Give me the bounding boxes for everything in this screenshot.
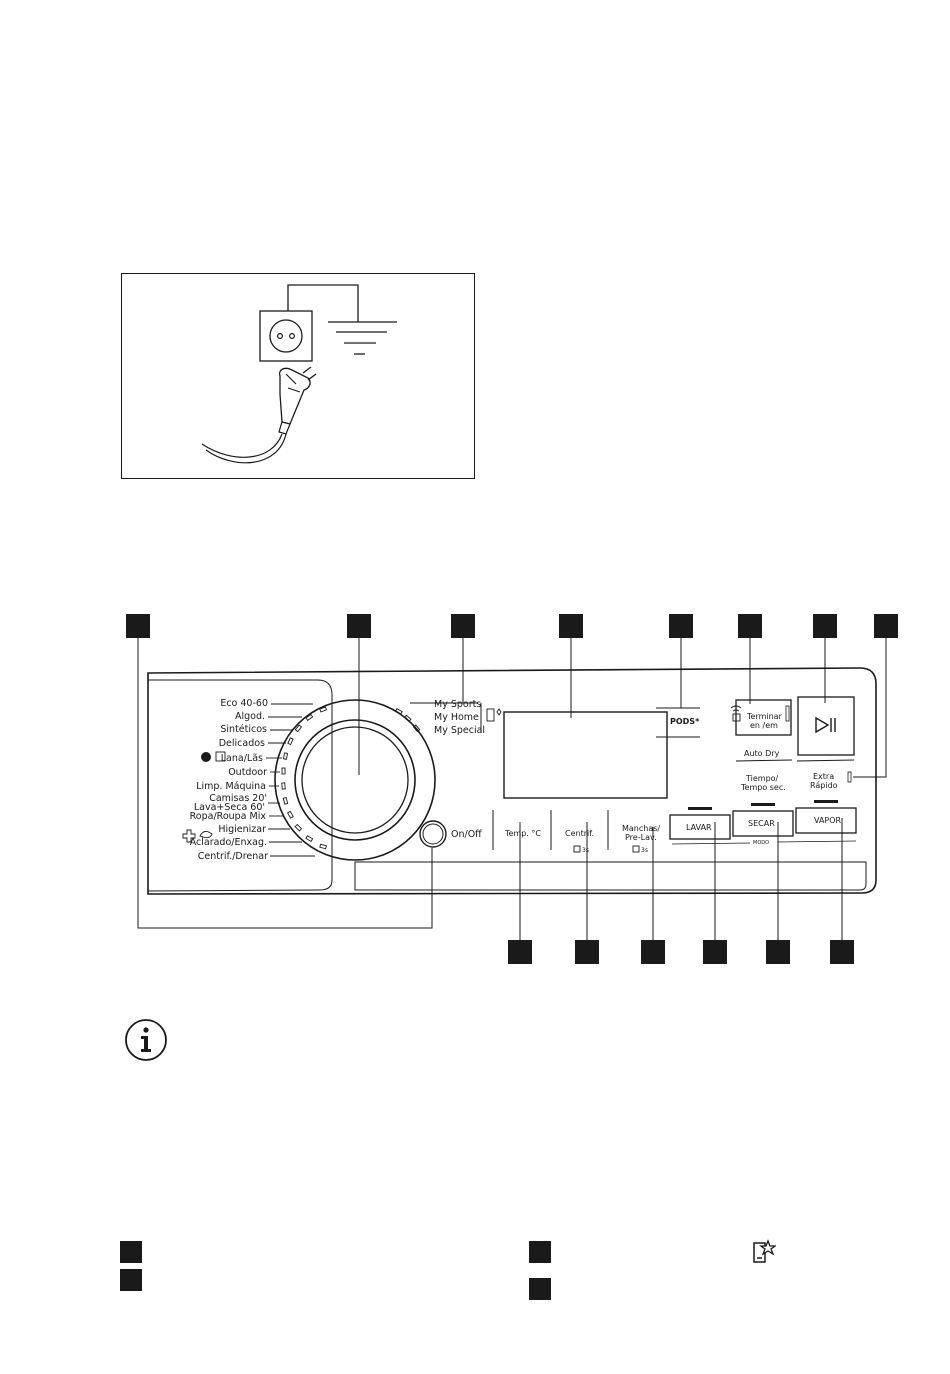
programme-higienizar: Higienizar [218,824,266,835]
manchas-label-1: Manchas/ [622,824,661,833]
callout-6 [738,614,762,638]
callout-7 [813,614,837,638]
programme-eco: Eco 40-60 [220,698,268,709]
info-icon [124,1018,168,1062]
callout-2 [347,614,371,638]
programme-lana: Lana/Lãs [220,753,263,764]
modo-label: MODO [753,840,770,846]
tiempo-label-2: Tempo sec. [741,783,786,792]
programme-limp-maquina: Limp. Máquina [196,781,266,792]
programme-delicados: Delicados [218,738,265,749]
callout-3 [451,614,475,638]
programme-aclarado: Aclarado/Enxag. [189,837,267,848]
programme-ropa-mix: Ropa/Roupa Mix [189,811,266,822]
manchas-sub: 3s [641,847,648,854]
callout-12 [703,940,727,964]
lavar-label: LAVAR [686,823,712,832]
socket-plug-drawing [201,284,397,464]
extra-label-1: Extra [813,772,835,781]
temp-label: Temp. °C [505,829,541,838]
my-special-label: My Special [434,725,486,736]
callout-10 [575,940,599,964]
vapor-label: VAPOR [814,816,842,825]
terminar-label-1: Terminar [747,712,782,721]
callout-5 [669,614,693,638]
callout-11 [641,940,665,964]
callout-13 [766,940,790,964]
legend-square-4 [529,1278,551,1300]
secar-label: SECAR [748,819,775,828]
programme-sinteticos: Sintéticos [220,724,267,735]
my-sports-label: My Sports [434,699,482,710]
legend-square-3 [529,1241,551,1263]
legend-square-2 [120,1269,142,1291]
tiempo-label-1: Tiempo/ [746,774,779,783]
programme-algod: Algod. [234,711,265,722]
control-panel-lines [137,637,887,942]
earthing-illustration [121,273,475,479]
on-off-label: On/Off [451,829,482,840]
programme-outdoor: Outdoor [228,767,267,778]
my-home-label: My Home [434,712,479,723]
legend-square-1 [120,1241,142,1263]
centrif-label: Centrif. [565,829,595,838]
control-panel-diagram: Eco 40-60 Algod. Sintéticos Delicados La… [126,614,898,964]
programme-lava-seca: Lava+Seca 60' [193,802,265,813]
programme-centrif-drenar: Centrif./Drenar [197,851,268,862]
phone-star-icon [752,1239,776,1265]
callout-4 [559,614,583,638]
centrif-sub: 3s [582,847,589,854]
auto-dry-label: Auto Dry [744,749,780,758]
manchas-label-2: Pre-Lav. [625,833,657,842]
callout-1 [126,614,150,638]
callout-14 [830,940,854,964]
callout-8 [874,614,898,638]
callout-9 [508,940,532,964]
extra-label-2: Rápido [810,781,838,790]
pods-label: PODS* [670,717,700,726]
terminar-label-2: en /em [750,721,778,730]
programme-camisas: Camisas 20' [209,793,267,804]
